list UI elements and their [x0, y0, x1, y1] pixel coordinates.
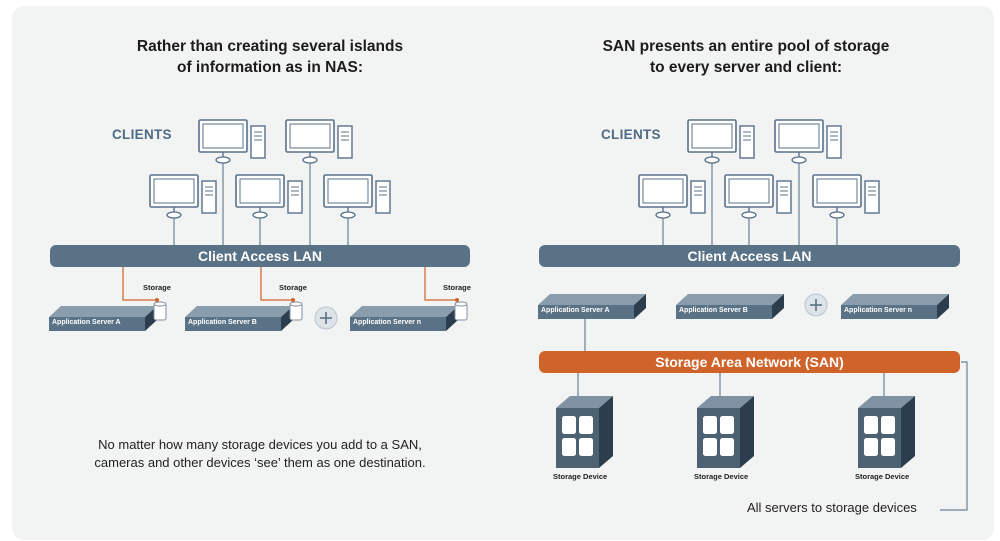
left-server-b-label: Application Server B [188, 319, 257, 326]
left-note: No matter how many storage devices you a… [60, 436, 460, 472]
right-server-n-label: Application Server n [844, 307, 913, 314]
diagram-panel [12, 6, 994, 540]
right-title-line-2: to every server and client: [649, 59, 843, 76]
left-storage-links [122, 266, 457, 301]
right-client-access-lan: Client Access LAN [539, 245, 960, 267]
left-server-n-label: Application Server n [353, 319, 422, 326]
storage-area-network-bar: Storage Area Network (SAN) [539, 351, 960, 373]
storage-device-label-1: Storage Device [553, 472, 608, 481]
right-clients [638, 119, 880, 219]
left-note-line-2: cameras and other devices ‘see’ them as … [94, 455, 426, 470]
left-title-line-2: of information as in NAS: [177, 59, 363, 76]
left-clients [149, 119, 391, 219]
left-title: Rather than creating several islands of … [60, 36, 480, 78]
left-title-line-1: Rather than creating several islands [136, 38, 404, 55]
right-title: SAN presents an entire pool of storage t… [536, 36, 956, 78]
left-note-line-1: No matter how many storage devices you a… [98, 437, 422, 452]
left-plus-icon [314, 306, 338, 330]
storage-device-label-3: Storage Device [855, 472, 910, 481]
right-client-wiring [662, 160, 838, 246]
right-san-wiring [577, 319, 968, 511]
storage-device-label-2: Storage Device [694, 472, 749, 481]
right-plus-icon [804, 293, 828, 317]
left-storage-label-b: Storage [279, 283, 307, 292]
right-title-line-1: SAN presents an entire pool of storage [602, 38, 890, 55]
all-servers-annotation: All servers to storage devices [747, 500, 917, 515]
right-server-a-label: Application Server A [541, 307, 610, 314]
right-server-b-label: Application Server B [679, 307, 748, 314]
right-clients-label: CLIENTS [601, 127, 661, 142]
left-client-access-lan: Client Access LAN [50, 245, 470, 267]
left-storage-label-n: Storage [443, 283, 471, 292]
left-storage-label-a: Storage [143, 283, 171, 292]
left-server-a-label: Application Server A [52, 319, 121, 326]
left-clients-label: CLIENTS [112, 127, 172, 142]
right-storage-devices [556, 396, 915, 468]
left-client-wiring [173, 160, 349, 246]
